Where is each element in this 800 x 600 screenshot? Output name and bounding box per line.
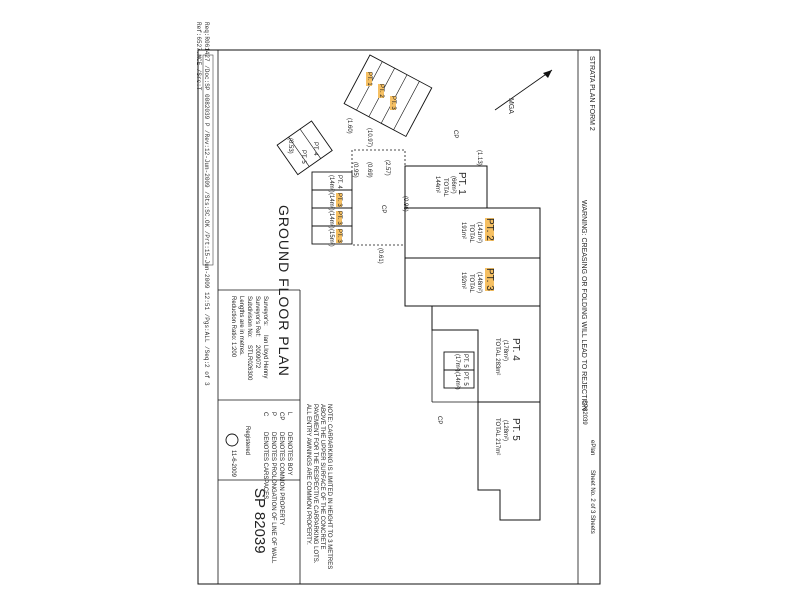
lengths-note: Lengths are in metres. — [238, 296, 244, 356]
legend-symbol-1: L — [286, 412, 292, 416]
angled-left-outline — [276, 120, 333, 176]
note-line-3: PAVEMENT FOR THE RESPECTIVE CARPARKING L… — [312, 404, 318, 564]
page-title: GROUND FLOOR PLAN — [276, 205, 292, 377]
carspace-box-4 — [311, 225, 353, 245]
reduction-ratio: Reduction Ratio: 1:200 — [230, 296, 236, 358]
legend-symbol-4: C — [262, 412, 268, 417]
dim-8: (0.61) — [377, 248, 383, 264]
carspace-3-label: PT. 3 — [336, 211, 342, 225]
lot-pt3-total: 192m² — [460, 272, 466, 290]
dim-1: (0.53) — [287, 138, 293, 154]
lot-pt5-area: (128m²) — [502, 420, 508, 442]
surveyor-label: Surveyor's: — [262, 296, 268, 326]
registered-date: 11-6-2009 — [230, 450, 236, 477]
angled-space-1: PT. 1 — [366, 72, 372, 86]
common-property-boundary — [351, 149, 406, 246]
carspace-5-area: (17m²) — [454, 354, 460, 372]
carspace-6-area: (14m²) — [454, 372, 460, 390]
surveyor-ref: 2009072 — [254, 345, 260, 369]
registration-seal — [225, 433, 239, 447]
carspace-5-label: PT. 5 — [462, 354, 468, 368]
carspace-2-area: (14m²) — [328, 193, 334, 211]
legend-text-3: DENOTES PROLONGATION OF LINE OF WALL — [270, 432, 276, 564]
cp-label-3: CP — [436, 416, 442, 425]
warning-text: WARNING: CREASING OR FOLDING WILL LEAD T… — [580, 200, 587, 411]
lot-pt1-label: PT. 1 — [456, 172, 467, 195]
carspace-1-area: (14m²) — [328, 175, 334, 193]
angled-space-5: PT. 5 — [300, 150, 306, 164]
sheet-number: Sheet No. 2 of 3 Sheets — [589, 470, 595, 534]
lot-pt2-total: 191m² — [460, 222, 466, 240]
lot-pt5-name: PT. 5 — [510, 418, 521, 441]
form-title: STRATA PLAN FORM 2 — [588, 56, 595, 131]
lot-pt1-total: 144m² — [434, 176, 440, 194]
carspace-6-label: PT. 5 — [462, 372, 468, 386]
carspace-1-label: PT. 4 — [336, 175, 342, 189]
carspace-2-label: PT. 3 — [336, 193, 342, 207]
lot-pt1-area: (66m²) — [450, 176, 456, 194]
legend-text-4: DENOTES CARSPACES — [262, 432, 268, 500]
plan-number-small: SP82039 — [581, 400, 587, 425]
carspace-box-6 — [443, 369, 475, 389]
angled-left-div-2 — [299, 128, 321, 159]
registered-label: Registered — [244, 426, 250, 456]
surveyor-name: Ian Lloyd Henny — [262, 335, 268, 379]
carspace-4-area: (15m²) — [328, 229, 334, 247]
angled-divider-4 — [393, 81, 420, 131]
lot-pt1-total-label: TOTAL — [442, 178, 448, 197]
dim-9: (0.96) — [402, 196, 408, 212]
lot-pt3-area: (148m²) — [476, 272, 482, 294]
legend-symbol-3: P — [270, 412, 276, 417]
north-arrow-line — [494, 69, 553, 111]
angled-left-div-1 — [288, 136, 310, 167]
north-arrow-head — [543, 70, 552, 78]
lot-pt5-outline — [477, 401, 541, 521]
dim-6: (1.13) — [476, 150, 482, 166]
sheet-border — [197, 49, 601, 585]
dim-4: (0.69) — [366, 162, 372, 178]
legend-text-2: DENOTES COMMON PROPERTY — [278, 432, 284, 526]
dim-5: (2.57) — [384, 160, 390, 176]
sheet-ref: ePlan — [589, 440, 595, 456]
cp-label-1: CP — [380, 205, 386, 214]
angled-space-4: PT. 4 — [312, 142, 318, 156]
lot-pt3-total-label: TOTAL — [468, 274, 474, 293]
carspace-3-area: (14m²) — [328, 211, 334, 229]
lot-pt3-name: PT. 3 — [484, 268, 495, 291]
legend-text-1: DENOTES BOY — [286, 432, 292, 476]
angled-carspace-cluster — [343, 54, 433, 138]
dim-3: (1.60) — [346, 118, 352, 134]
scale-bar — [202, 54, 214, 266]
angled-carspace-left — [276, 120, 333, 176]
lot-pt4-name: PT. 4 — [510, 338, 521, 361]
cp-label-2: CP — [452, 130, 458, 139]
angled-space-2: PT. 2 — [378, 84, 384, 98]
lot-pt5-total: TOTAL 217m² — [494, 418, 500, 456]
subdivision-label: Subdivision No: — [246, 296, 252, 338]
angled-divider-1 — [356, 61, 383, 111]
surveyor-ref-label: Surveyor's Ref: — [254, 296, 260, 337]
lot-pt4-area: (178m²) — [502, 340, 508, 362]
lot-pt2-name: PT. 2 — [484, 218, 495, 241]
dim-7: (10.97) — [366, 128, 372, 148]
lot-pt2-total-label: TOTAL — [468, 224, 474, 243]
plan-sheet — [196, 16, 600, 584]
note-line-1: NOTE: CARPARKING IS LIMITED IN HEIGHT TO… — [326, 404, 332, 570]
north-label: MGA — [507, 98, 514, 114]
angled-cluster-outline — [343, 54, 433, 138]
header-line-2: Ref:6527.MCE /Src:T — [195, 22, 202, 91]
lot-pt4-total: TOTAL 283m² — [494, 338, 500, 376]
header-line-1: Req:R061427 /Doc:SP 0082039 P /Rev:12-Ju… — [203, 22, 210, 386]
note-line-4: ALL ENTRY AWNINGS ARE COMMON PROPERTY. — [305, 404, 311, 545]
note-line-2: ABOVE THE UPPER SURFACE OF THE CONCRETE — [319, 404, 325, 550]
lot-pt1-name: PT. 1 — [456, 172, 467, 195]
carspace-4-label: PT. 3 — [336, 229, 342, 243]
subdivision-no: STLR026300 — [246, 345, 252, 381]
dim-2: (0.95) — [352, 162, 358, 178]
angled-space-3: PT. 3 — [390, 96, 396, 110]
legend-symbol-2: CP — [278, 412, 284, 421]
lot-pt2-area: (141m²) — [476, 222, 482, 244]
